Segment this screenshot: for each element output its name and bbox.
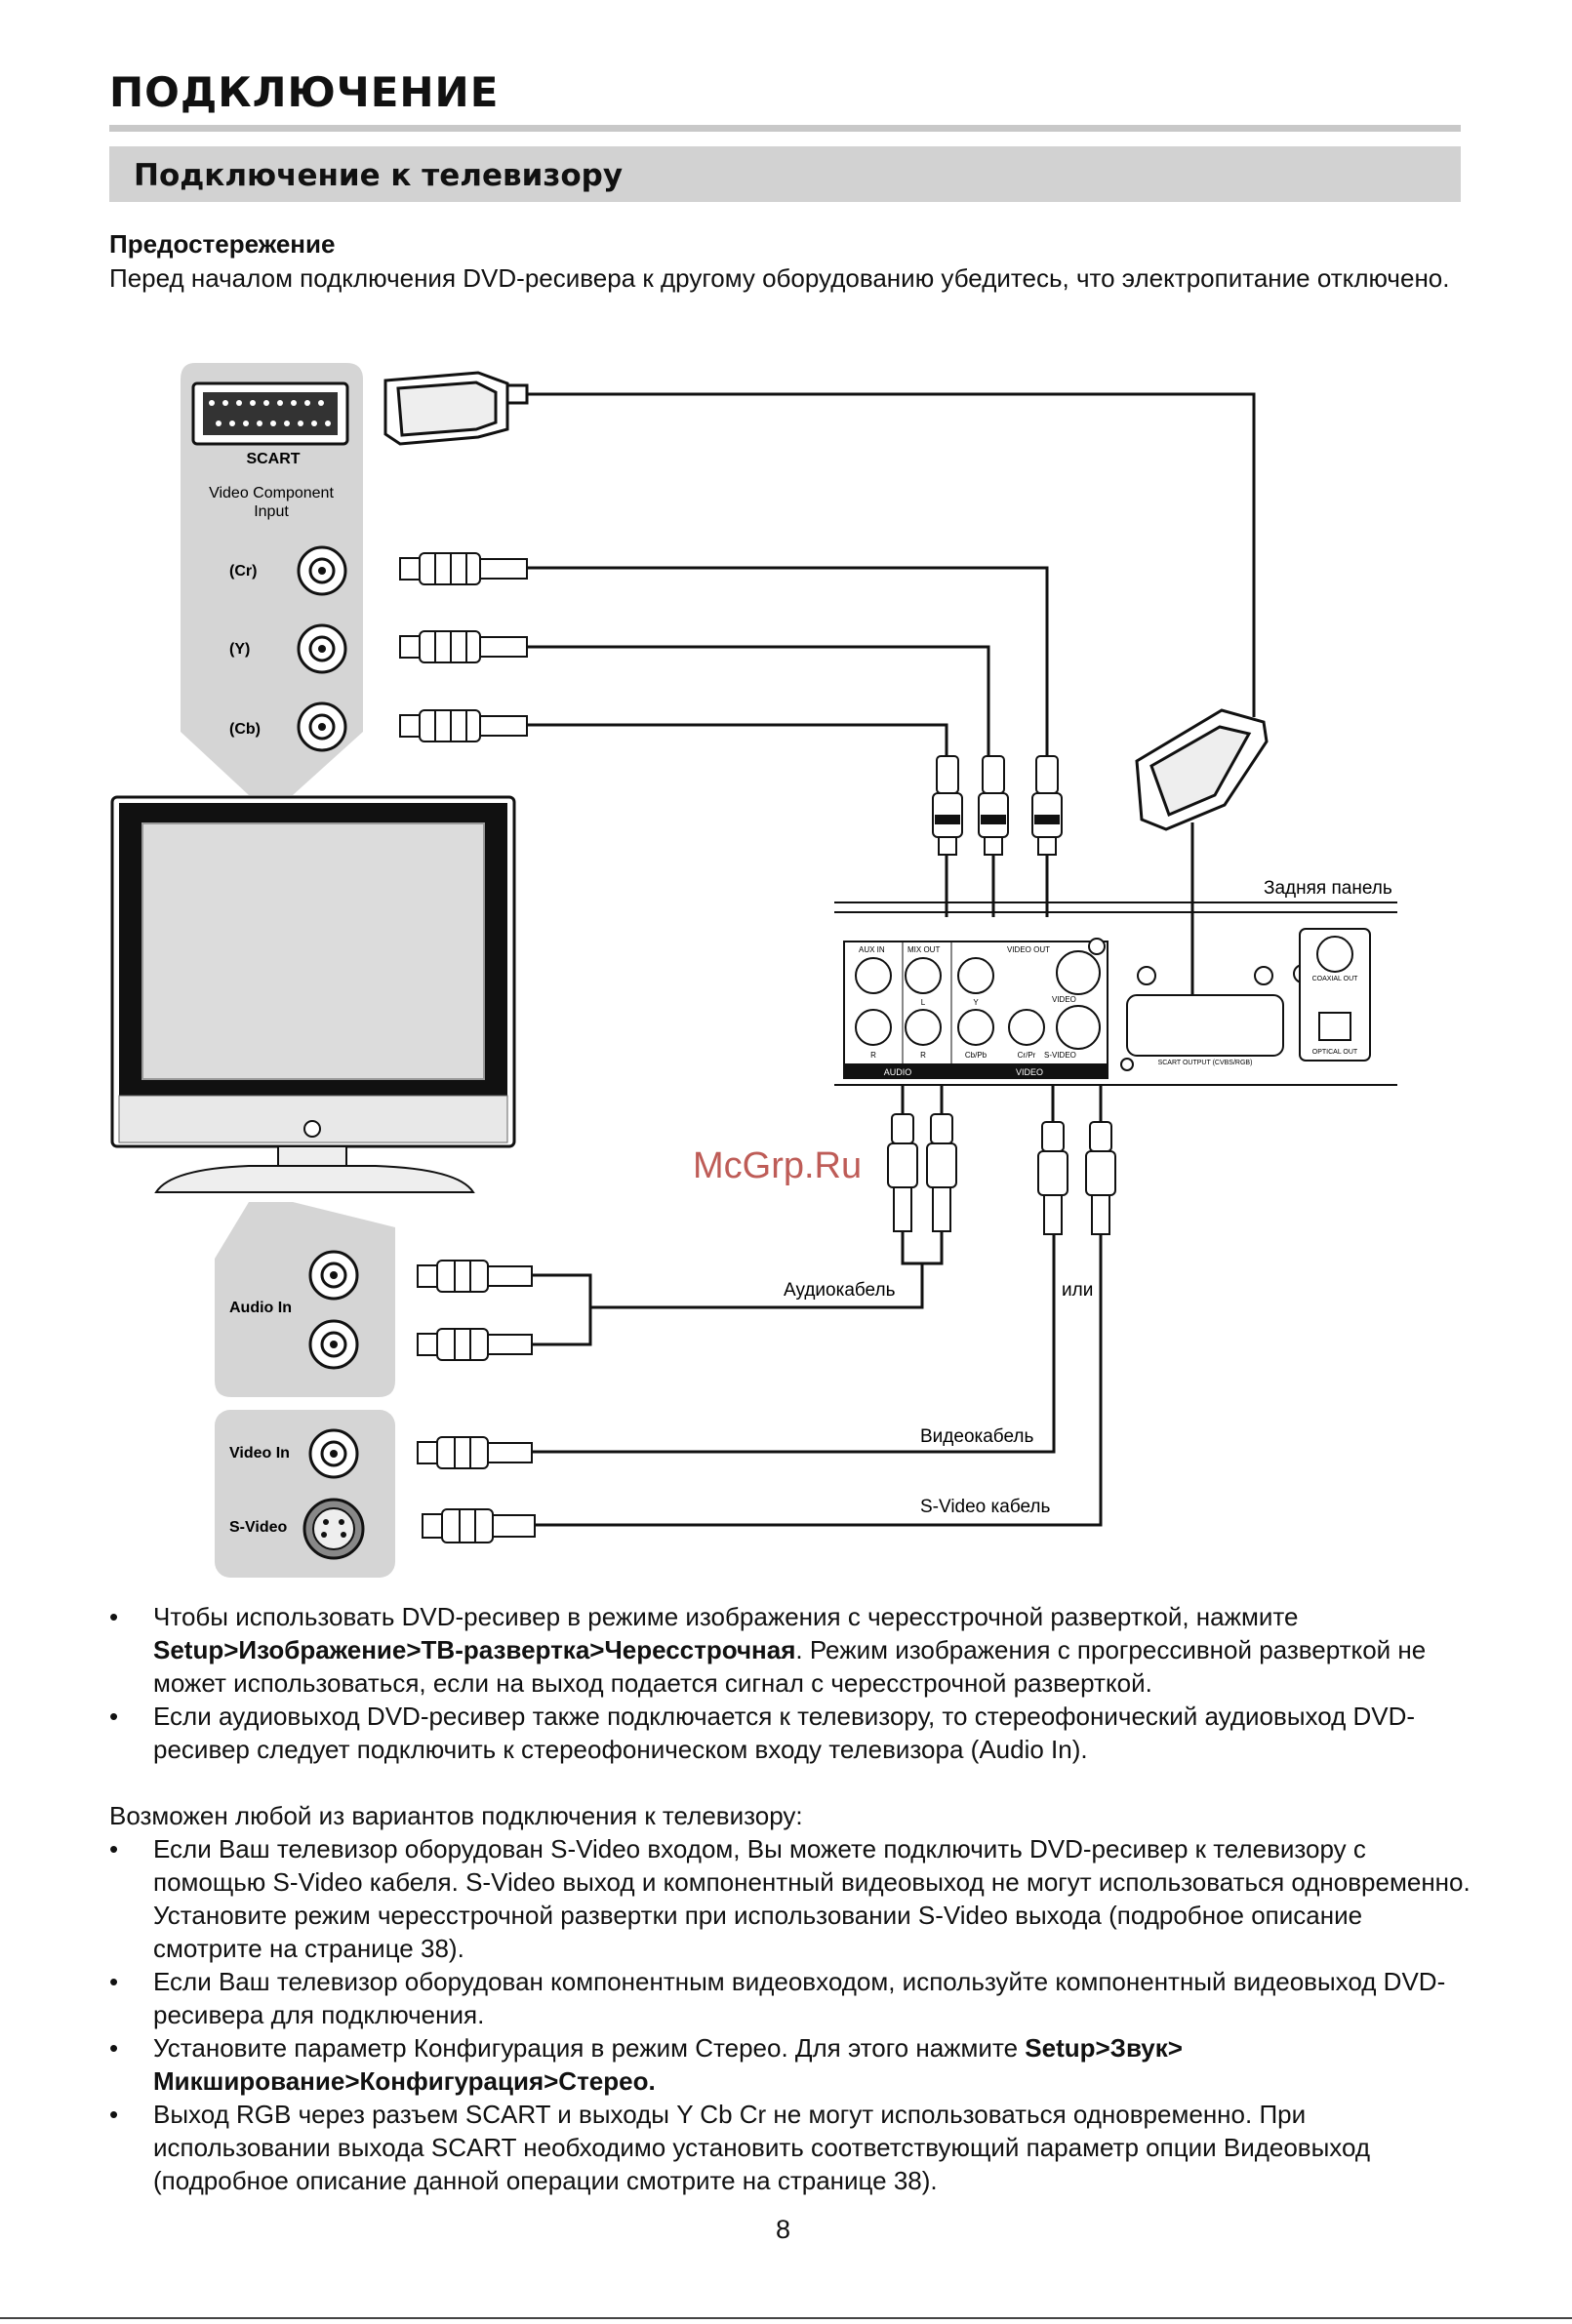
watermark: McGrp.Ru <box>693 1145 862 1186</box>
scart-socket-icon <box>191 381 349 446</box>
tv-icon <box>110 795 516 1193</box>
caution-heading: Предостережение <box>109 229 336 259</box>
cr-label: (Cr) <box>229 563 257 580</box>
dvd-rear-panel: Задняя панель AUX IN MIX OUT VIDEO OUT L… <box>834 878 1397 1086</box>
video-cable-label: Видеокабель <box>920 1426 1033 1447</box>
list-item: Выход RGB через разъем SCART и выходы Y … <box>109 2098 1475 2197</box>
y-label: (Y) <box>229 641 250 658</box>
bottom-divider <box>0 2317 1572 2319</box>
section-title: Подключение к телевизору <box>134 158 624 193</box>
component-label-1: Video Component <box>209 485 334 501</box>
svg-text:Y: Y <box>973 998 979 1007</box>
svg-text:SCART OUTPUT (CVBS/RGB): SCART OUTPUT (CVBS/RGB) <box>1158 1060 1253 1066</box>
cb-label: (Cb) <box>229 721 261 738</box>
notes-top-list: Чтобы использовать DVD-ресивер в режиме … <box>109 1600 1475 1766</box>
svg-text:VIDEO: VIDEO <box>1016 1067 1043 1077</box>
svg-text:AUDIO: AUDIO <box>884 1067 912 1077</box>
component-label-2: Input <box>254 503 289 520</box>
scart-plug-icon <box>383 371 529 446</box>
list-item: Чтобы использовать DVD-ресивер в режиме … <box>109 1600 1475 1700</box>
svg-text:Cb/Pb: Cb/Pb <box>965 1051 988 1060</box>
list-item: Если аудиовыход DVD-ресивер также подклю… <box>109 1700 1475 1766</box>
svideo-jack-icon <box>302 1498 365 1560</box>
list-item: Если Ваш телевизор оборудован S-Video вх… <box>109 1832 1475 1965</box>
audio-in-label: Audio In <box>229 1300 292 1316</box>
svg-text:R: R <box>870 1051 876 1060</box>
or-label: или <box>1062 1280 1093 1301</box>
tv-video-panel <box>215 1410 395 1578</box>
page-number: 8 <box>776 2215 791 2244</box>
connection-diagram: SCART Video Component Input (Cr) (Y) (Cb… <box>110 363 1397 1578</box>
svg-text:AUX IN: AUX IN <box>859 945 885 954</box>
scart-plug-icon <box>1135 708 1269 831</box>
rear-panel-title: Задняя панель <box>1264 878 1392 899</box>
notes-bottom-list: Если Ваш телевизор оборудован S-Video вх… <box>109 1832 1475 2197</box>
svg-text:Cr/Pr: Cr/Pr <box>1018 1051 1036 1060</box>
tv-component-panel <box>181 363 363 795</box>
svg-text:COAXIAL OUT: COAXIAL OUT <box>1312 976 1359 982</box>
svg-text:R: R <box>920 1051 926 1060</box>
instructions-block: Чтобы использовать DVD-ресивер в режиме … <box>109 1600 1475 2197</box>
scart-label: SCART <box>246 451 300 467</box>
title-divider <box>109 125 1461 132</box>
svg-text:VIDEO OUT: VIDEO OUT <box>1007 945 1050 954</box>
options-intro: Возможен любой из вариантов подключения … <box>109 1801 803 1830</box>
section-header-bar <box>109 146 1461 202</box>
svg-text:L: L <box>921 998 926 1007</box>
svideo-cable-label: S-Video кабель <box>920 1497 1051 1517</box>
list-item: Если Ваш телевизор оборудован компонентн… <box>109 1965 1475 2031</box>
list-item: Установите параметр Конфигурация в режим… <box>109 2031 1475 2098</box>
svideo-label: S-Video <box>229 1519 288 1536</box>
caution-text: Перед началом подключения DVD-ресивера к… <box>109 263 1450 293</box>
page-title: ПОДКЛЮЧЕНИЕ <box>109 68 500 116</box>
video-in-label: Video In <box>229 1445 290 1462</box>
audio-cable-label: Аудиокабель <box>784 1280 896 1301</box>
svg-text:S-VIDEO: S-VIDEO <box>1044 1051 1076 1060</box>
svg-text:OPTICAL OUT: OPTICAL OUT <box>1312 1049 1358 1056</box>
svg-text:VIDEO: VIDEO <box>1052 995 1076 1004</box>
svg-text:MIX OUT: MIX OUT <box>907 945 940 954</box>
